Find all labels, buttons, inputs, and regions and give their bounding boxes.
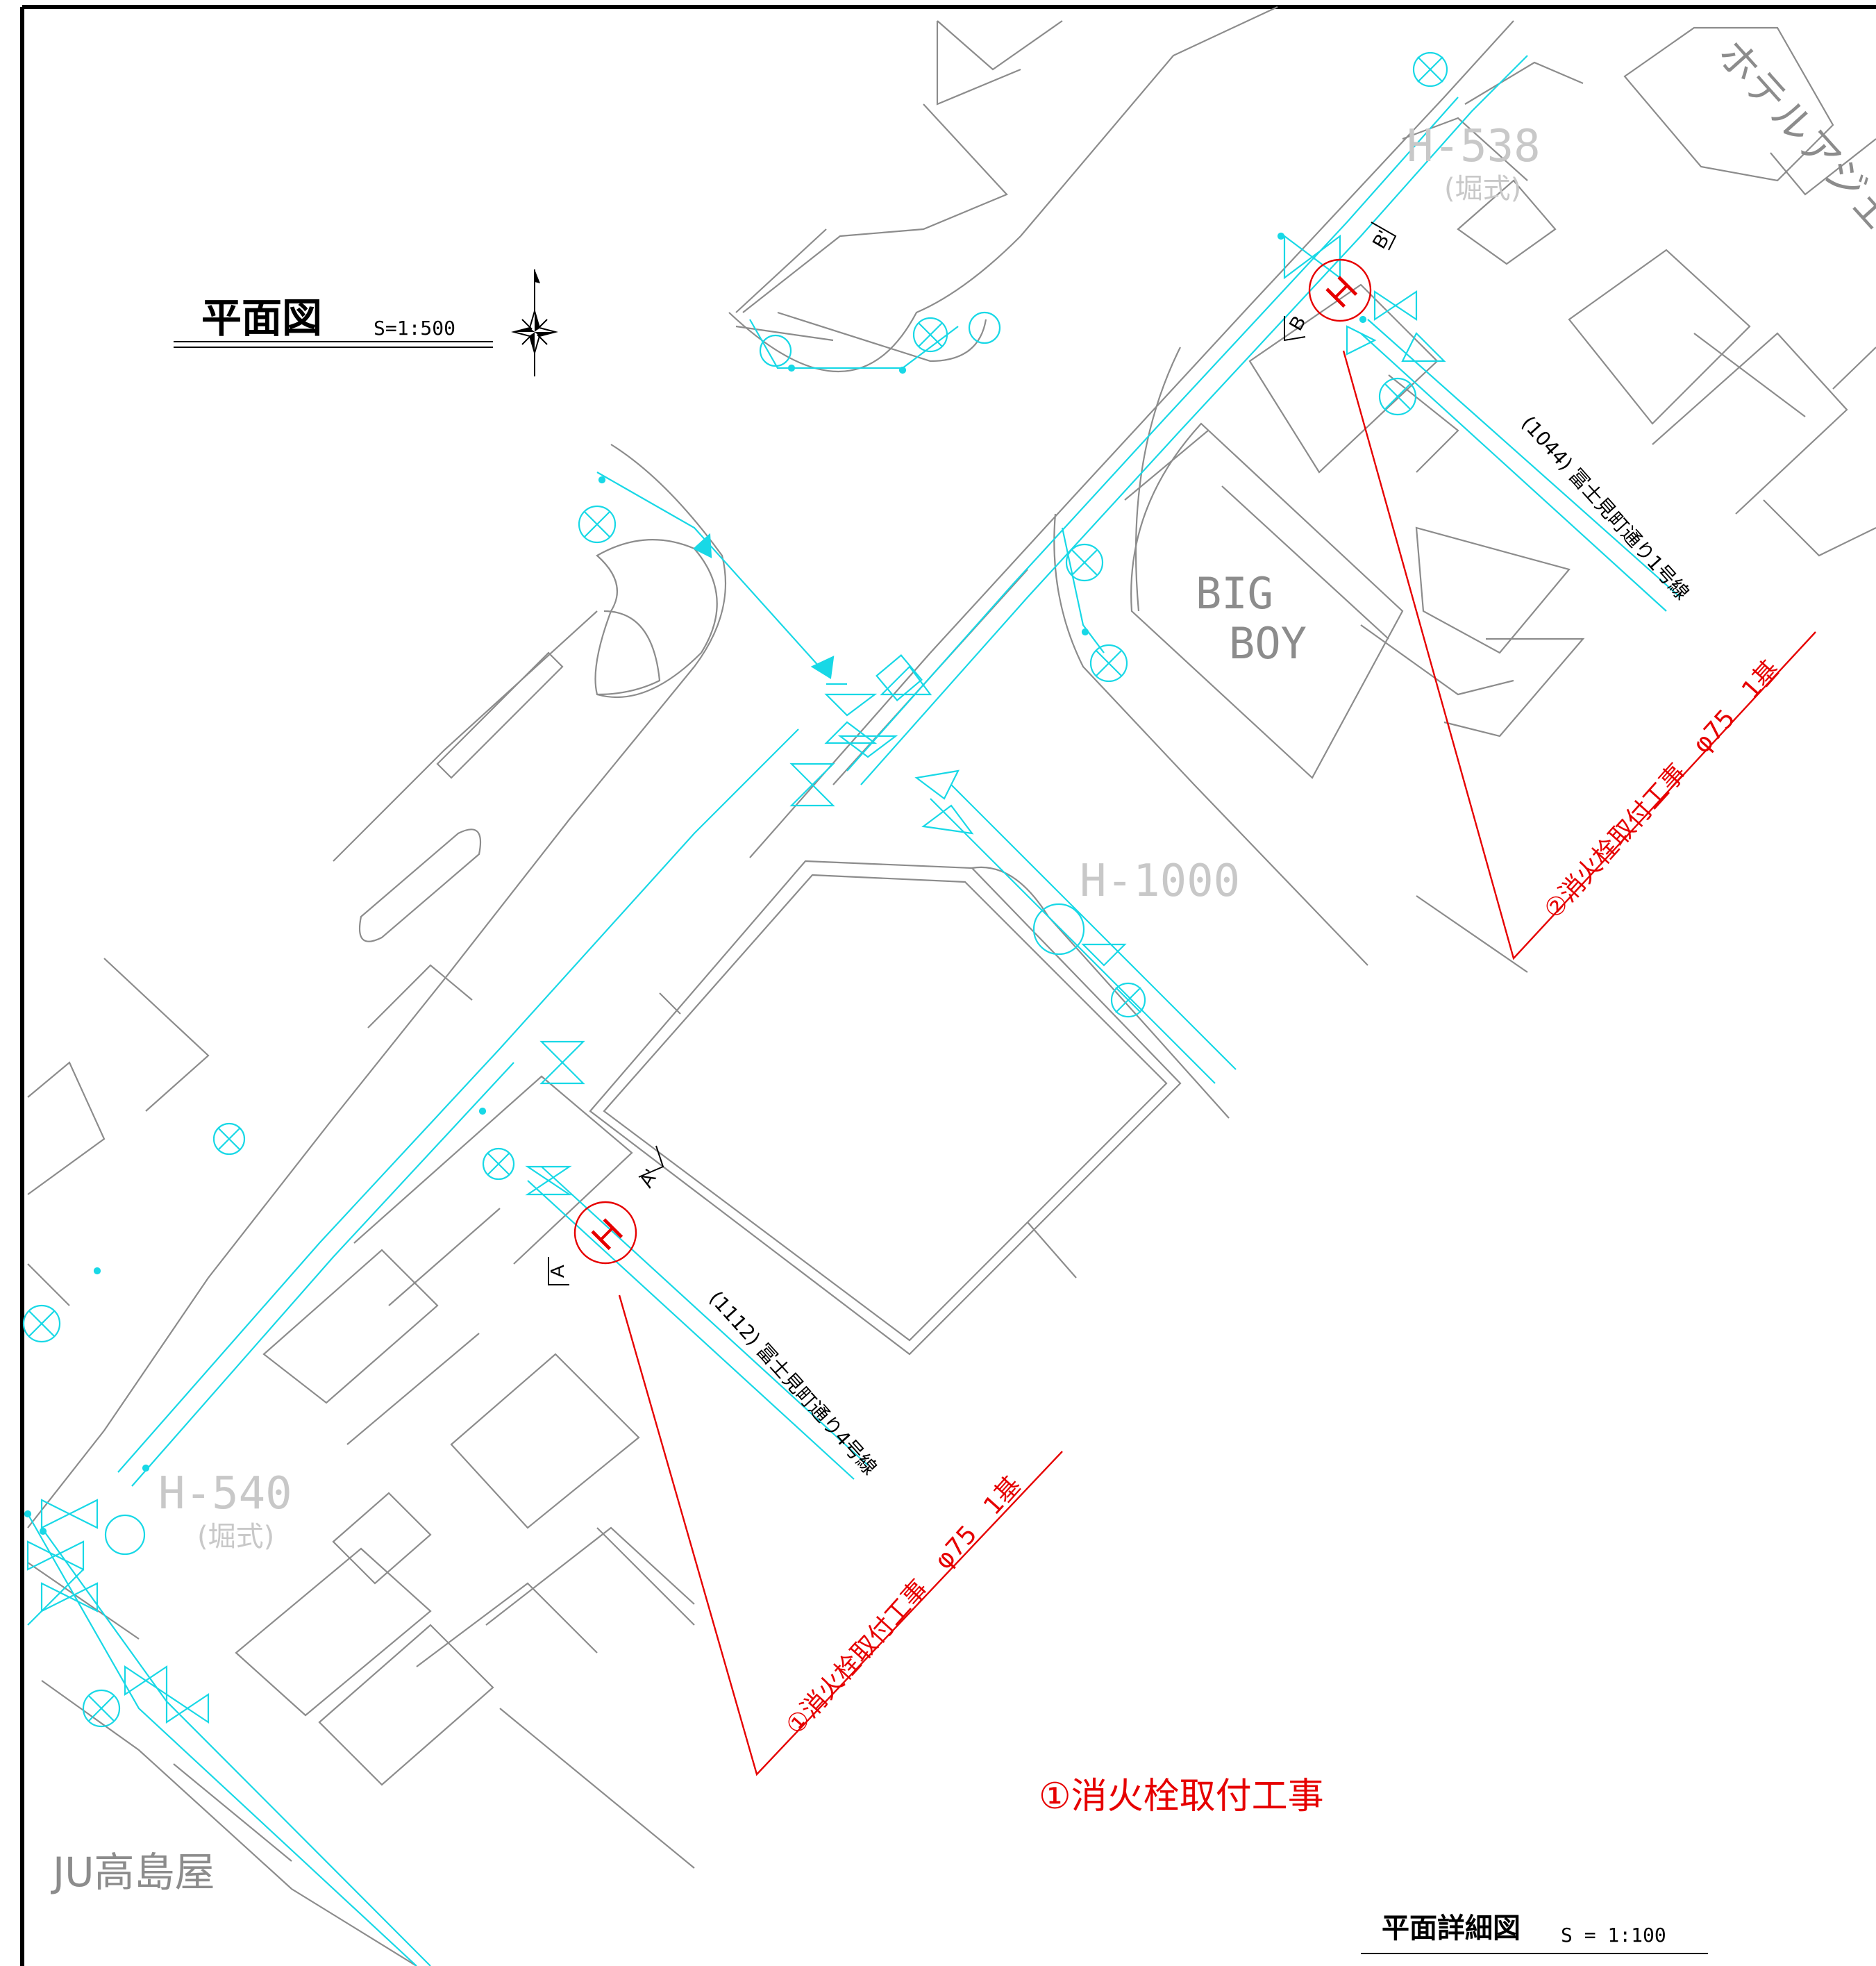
building-bigboy-line1: BIG xyxy=(1196,568,1273,619)
section-b-prime: B' xyxy=(1368,227,1395,252)
drawing-frame xyxy=(20,5,1876,1966)
new-hydrant-2-symbol xyxy=(1308,258,1372,322)
leader-text-1: ①消火栓取付工事 φ75 1基 xyxy=(780,1471,1027,1740)
new-hydrant-1-symbol xyxy=(573,1201,637,1265)
existing-hydrant-h538: H-538 xyxy=(1407,121,1541,172)
road-label-fujimi-1: (1044) 冨士見町通り1号線 xyxy=(1517,412,1694,605)
bigboy-building xyxy=(1130,422,1404,779)
section-a: A xyxy=(546,1265,568,1278)
water-main-network xyxy=(22,51,1681,1966)
road-label-fujimi-4: (1112) 冨士見町通り4号線 xyxy=(705,1287,882,1480)
main-road-edge-north xyxy=(749,20,1514,858)
new-hydrant-1-letter: H xyxy=(584,1211,631,1258)
west-road-outer xyxy=(333,610,598,862)
existing-hydrant-h540-type: (堀式) xyxy=(197,1521,274,1553)
island xyxy=(594,539,718,699)
building-takashimaya: JU高島屋 xyxy=(51,1849,215,1896)
existing-hydrant-h540: H-540 xyxy=(158,1468,292,1519)
section-b: B xyxy=(1284,312,1309,334)
detail-scale: S = 1:100 xyxy=(1561,1924,1666,1947)
median xyxy=(358,828,482,942)
detail-title: 平面詳細図 xyxy=(1382,1913,1521,1944)
existing-hydrant-h1000: H-1000 xyxy=(1080,856,1240,907)
existing-hydrant-h538-type: (堀式) xyxy=(1444,173,1521,205)
plan-scale: S=1:500 xyxy=(374,317,455,340)
west-road-upper xyxy=(27,444,726,1528)
new-hydrant-2-group xyxy=(1308,258,1816,960)
plan-title: 平面図 xyxy=(201,294,322,342)
west-road-lower xyxy=(596,610,661,696)
leader-line-1 xyxy=(618,1294,1063,1776)
central-building xyxy=(589,860,1182,1356)
base-map xyxy=(27,6,1876,1966)
leader-line-2 xyxy=(1342,350,1816,960)
hotel-building xyxy=(1623,26,1834,182)
curb-northwest-corner xyxy=(728,6,1278,373)
leader-text-2: ②消火栓取付工事 φ75 1基 xyxy=(1539,655,1785,924)
north-arrow-icon xyxy=(511,269,558,376)
new-hydrant-1-group xyxy=(573,1201,1063,1776)
curb-north xyxy=(735,325,834,342)
section-markers xyxy=(548,222,1397,1285)
building-bigboy-line2: BOY xyxy=(1229,618,1307,669)
project-label: ①消火栓取付工事 xyxy=(1039,1776,1324,1817)
